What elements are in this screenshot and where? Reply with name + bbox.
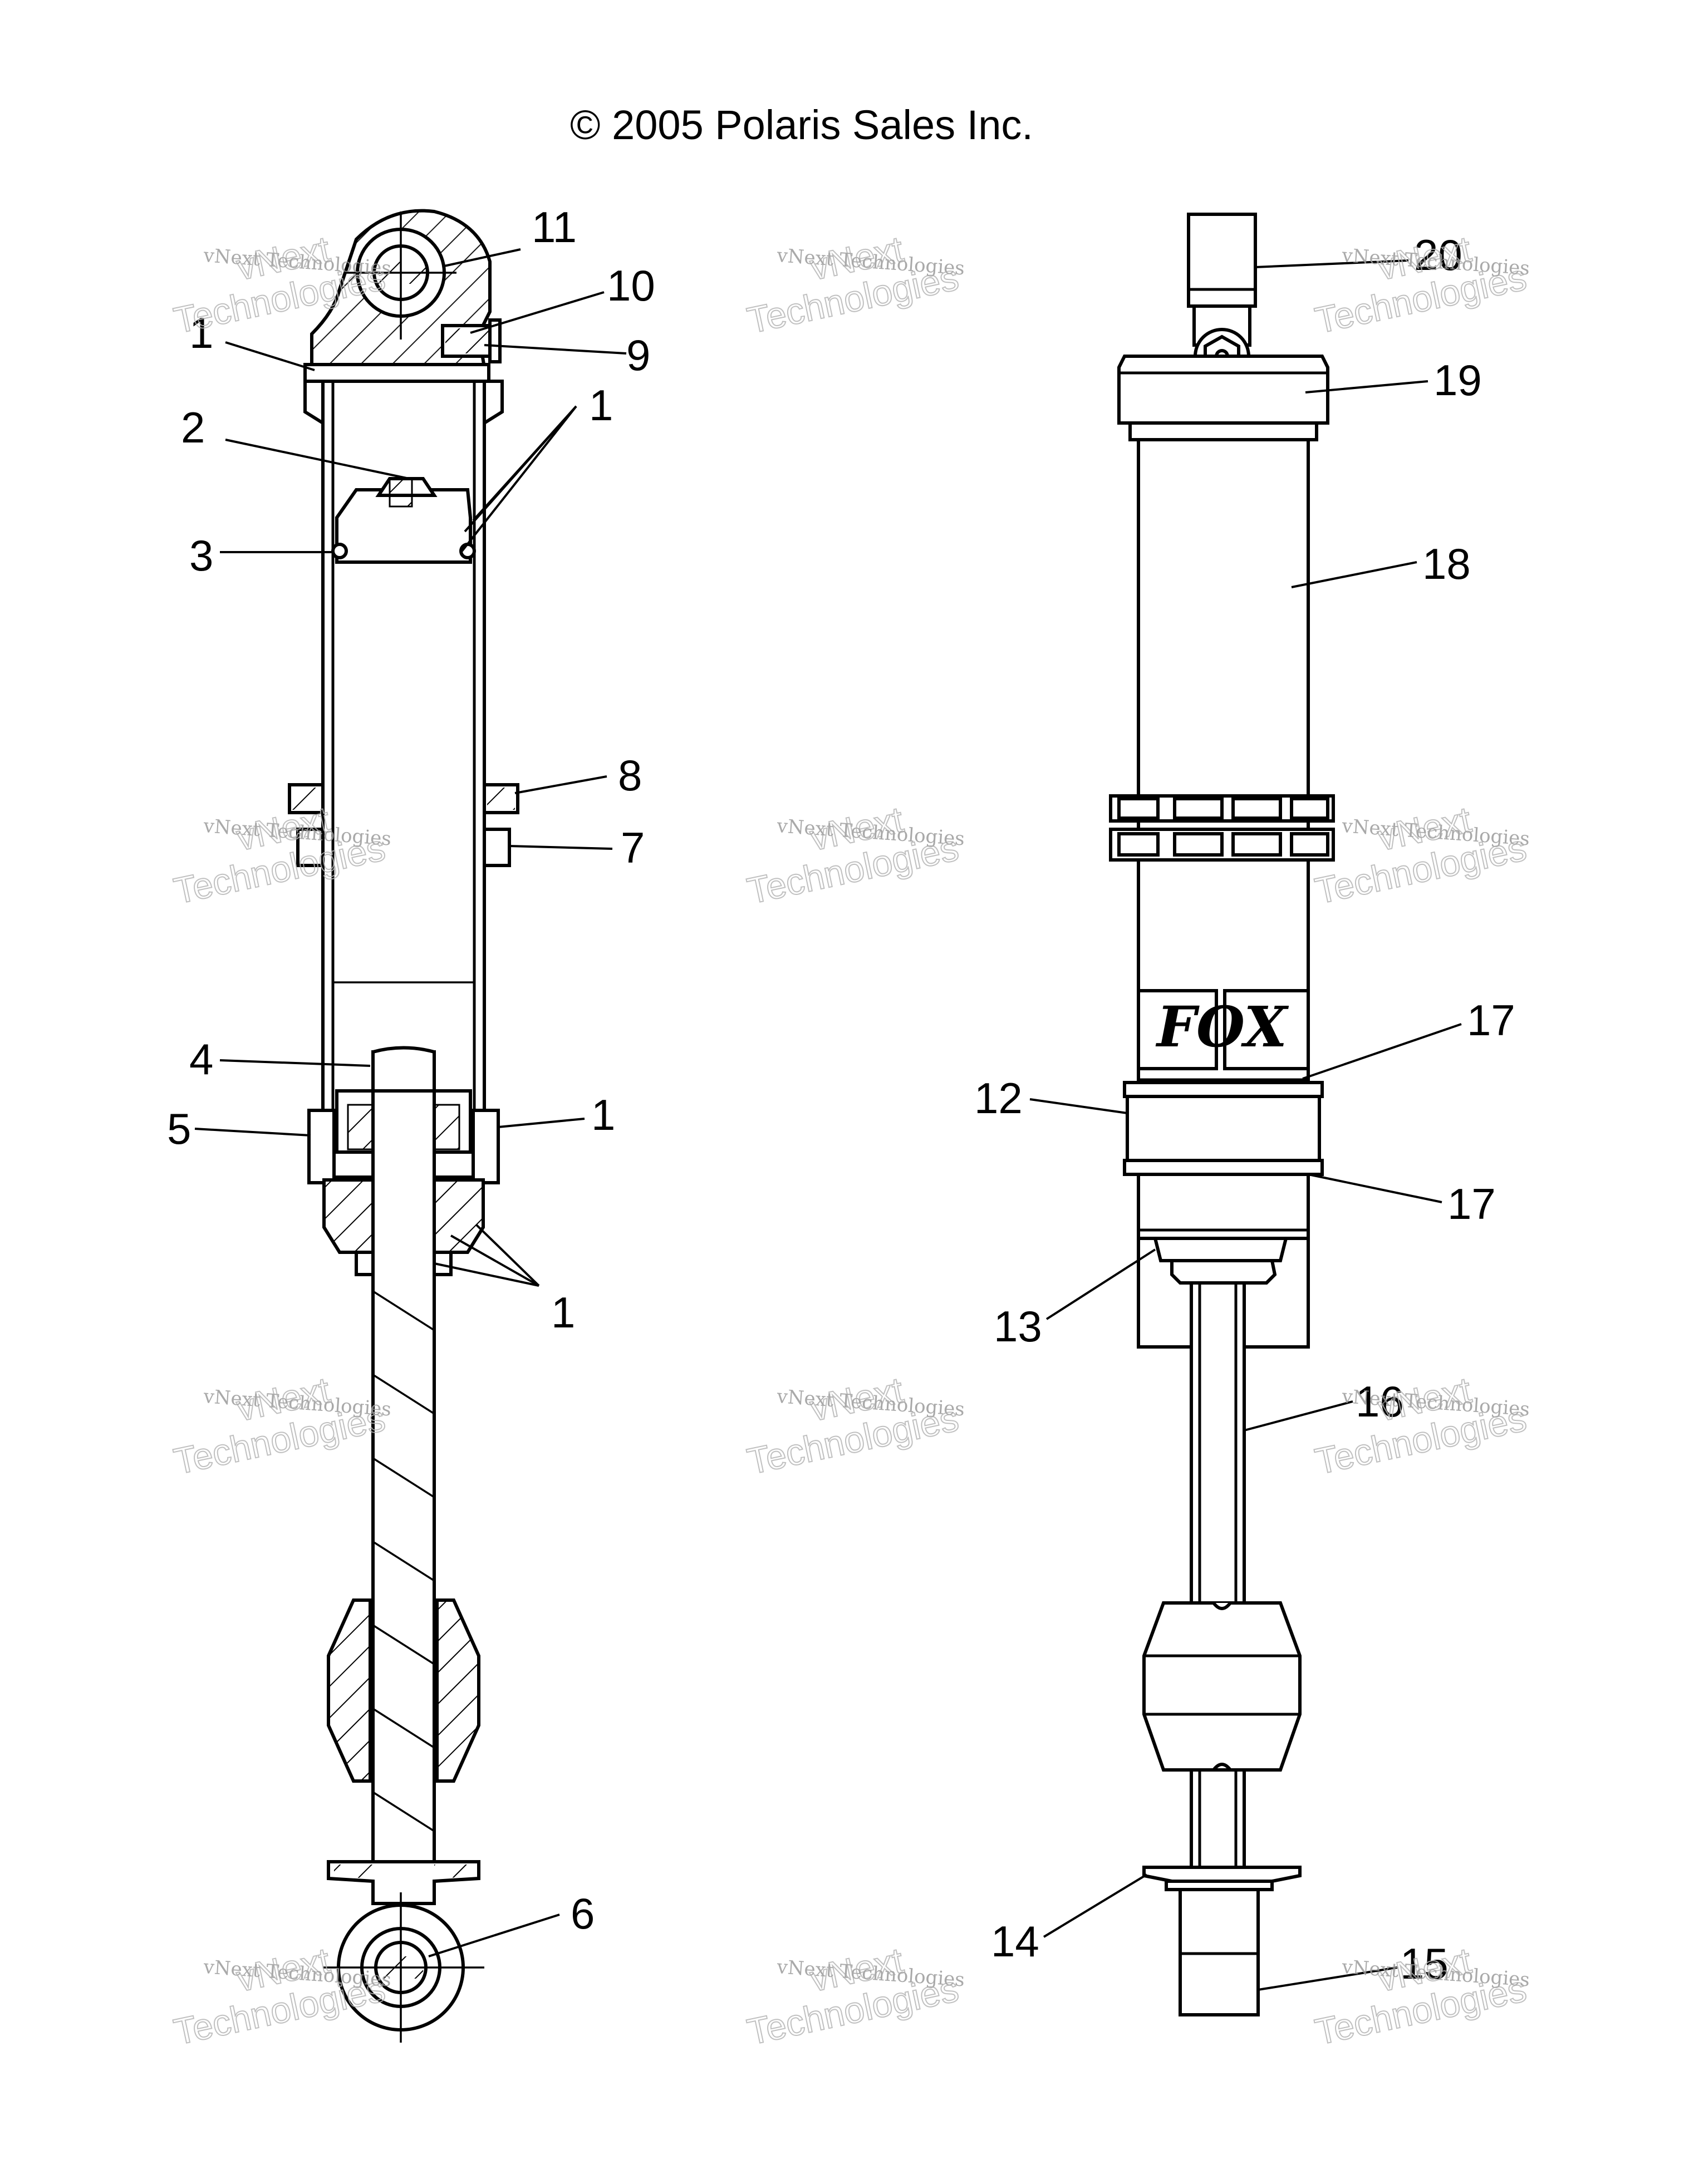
callout-17-lower: 17 (1447, 1179, 1496, 1228)
floating-piston (335, 488, 472, 564)
callout-17-upper: 17 (1467, 996, 1515, 1045)
callout-numbers: 11 10 9 1 2 1 3 8 7 4 5 1 1 6 20 19 18 1… (167, 203, 1515, 1988)
callout-14: 14 (991, 1917, 1039, 1966)
watermark-r3c1: vNext Technologies (170, 1369, 389, 1483)
callout-1-top: 1 (189, 308, 213, 357)
oring-left (331, 543, 348, 559)
collar-right-bottom (483, 828, 511, 867)
callout-10: 10 (607, 261, 655, 310)
callout-1-bottom: 1 (551, 1288, 575, 1337)
callout-8: 8 (618, 751, 642, 800)
piston-side-left (307, 1109, 336, 1184)
fox-sticker-left (1137, 989, 1218, 1070)
watermark-r2c3: vNext Technologies (1311, 798, 1530, 912)
top-clevis (1187, 213, 1257, 308)
leader-lines (194, 248, 1462, 1991)
fox-sticker-right (1223, 989, 1310, 1070)
copyright-title: © 2005 Polaris Sales Inc. (570, 102, 1033, 148)
callout-15: 15 (1400, 1939, 1449, 1988)
watermark-r1c2: vNext Technologies (743, 228, 963, 342)
callout-9: 9 (626, 331, 650, 380)
callout-18: 18 (1422, 539, 1471, 588)
shaft (371, 1050, 436, 1894)
watermark-r2c2: vNext Technologies (743, 798, 963, 912)
callout-16: 16 (1356, 1377, 1404, 1426)
spring-collar-lower (1109, 828, 1335, 862)
external-view-shock: FOX (1109, 213, 1335, 2016)
collar-left-bottom (296, 828, 325, 867)
watermark-r3c3: vNext Technologies (1311, 1369, 1530, 1483)
seal-head-13 (1153, 1237, 1288, 1262)
callout-5: 5 (167, 1104, 191, 1153)
callout-6: 6 (571, 1889, 595, 1938)
callout-7: 7 (621, 823, 645, 872)
piston-side-right (472, 1109, 500, 1184)
spring-collar-upper (1109, 794, 1335, 823)
callout-13: 13 (994, 1302, 1042, 1351)
callout-4: 4 (189, 1035, 213, 1084)
watermark-r4c2: vNext Technologies (743, 1939, 963, 2053)
callout-11: 11 (532, 203, 577, 252)
callout-1-mid: 1 (591, 1090, 615, 1139)
callout-19: 19 (1433, 356, 1482, 405)
callout-1-piston: 1 (589, 381, 613, 430)
callout-3: 3 (189, 531, 213, 580)
bump-stop-external (1142, 1601, 1302, 1772)
fox-logo-text: FOX (1155, 994, 1289, 1060)
cross-section-shock (288, 209, 519, 2043)
spring-seat-14 (1142, 1866, 1302, 1883)
callout-2: 2 (181, 403, 205, 452)
top-cap-19 (1117, 355, 1329, 425)
callout-20: 20 (1414, 230, 1462, 279)
top-cap (303, 363, 490, 383)
callout-12: 12 (974, 1074, 1023, 1123)
watermark-r3c2: vNext Technologies (743, 1369, 963, 1483)
